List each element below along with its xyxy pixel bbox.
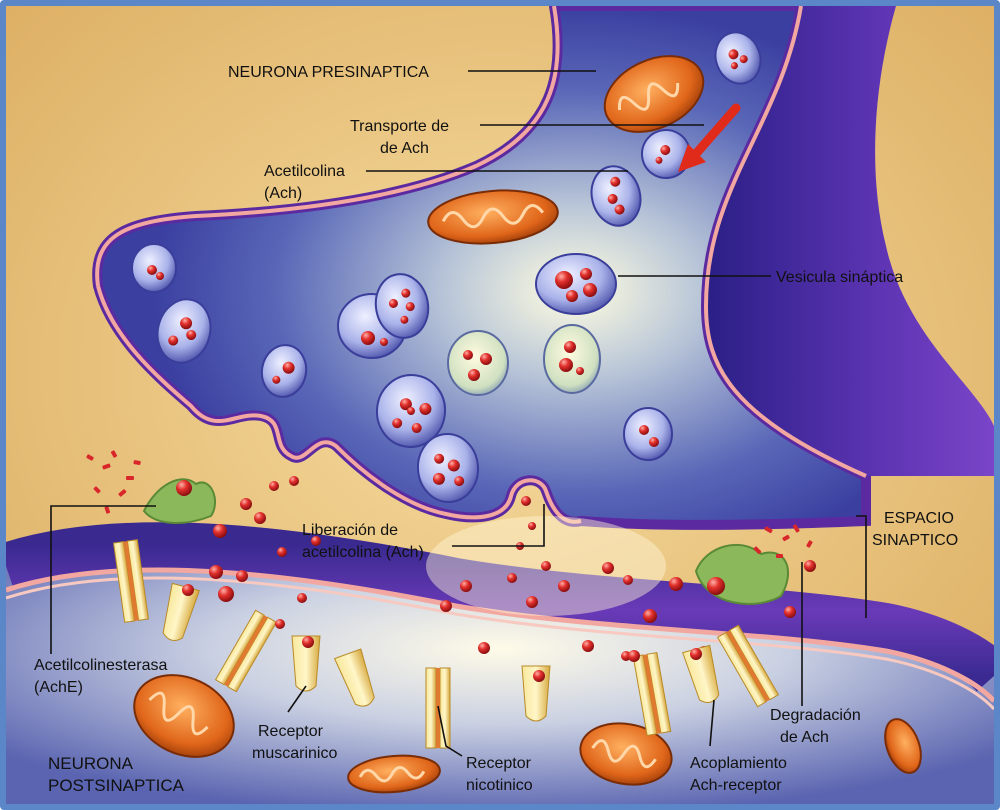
label-synaptic-cleft-line1: ESPACIO xyxy=(884,509,954,528)
label-nicotinic-receptor-line2: nicotinico xyxy=(466,776,533,795)
vesicle xyxy=(132,244,176,292)
label-acetylcholinesterase-line2: (AchE) xyxy=(34,678,83,697)
vesicle xyxy=(448,331,508,395)
label-acetylcholine-line2: (Ach) xyxy=(264,184,302,203)
label-ach-receptor-coupling-line1: Acoplamiento xyxy=(690,754,787,773)
label-muscarinic-receptor-line1: Receptor xyxy=(258,722,323,741)
label-acetylcholinesterase-line1: Acetilcolinesterasa xyxy=(34,656,167,675)
label-synaptic-cleft-line2: SINAPTICO xyxy=(872,531,958,550)
label-ach-degradation-line1: Degradación xyxy=(770,706,861,725)
label-acetylcholine-line1: Acetilcolina xyxy=(264,162,345,181)
label-ach-transport-line2: de Ach xyxy=(380,139,429,158)
label-presynaptic-neuron: NEURONA PRESINAPTICA xyxy=(228,63,429,82)
vesicle xyxy=(624,408,672,460)
label-nicotinic-receptor-line1: Receptor xyxy=(466,754,531,773)
label-muscarinic-receptor-line2: muscarinico xyxy=(252,744,337,763)
synapse-illustration xyxy=(6,6,994,804)
vesicle xyxy=(536,254,616,314)
label-postsynaptic-neuron-line2: POSTSINAPTICA xyxy=(48,776,184,795)
label-ach-transport-line1: Transporte de xyxy=(350,117,449,136)
label-ach-degradation-line2: de Ach xyxy=(780,728,829,747)
label-ach-receptor-coupling-line2: Ach-receptor xyxy=(690,776,782,795)
label-synaptic-vesicle: Vesicula sináptica xyxy=(776,268,903,287)
label-postsynaptic-neuron-line1: NEURONA xyxy=(48,754,133,773)
label-ach-release-line1: Liberación de xyxy=(302,521,398,540)
vesicle xyxy=(544,325,600,393)
label-ach-release-line2: acetilcolina (Ach) xyxy=(302,543,424,562)
